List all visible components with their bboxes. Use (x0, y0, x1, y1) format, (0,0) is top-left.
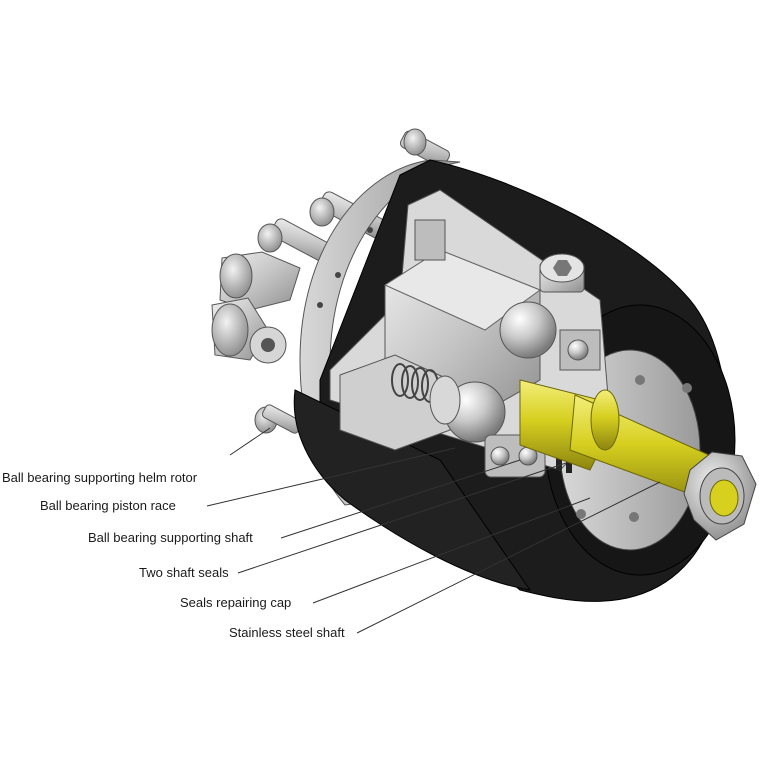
rotor-bearing (414, 219, 601, 371)
shaft-nut (683, 451, 757, 541)
stainless-steel-shaft (519, 379, 721, 506)
label-shaft: Stainless steel shaft (229, 625, 345, 640)
label-piston-race-bearing: Ball bearing piston race (40, 498, 176, 513)
leader-shaft-bearing (280, 459, 521, 539)
leader-piston-race-bearing (206, 447, 456, 507)
label-helm-rotor-bearing: Ball bearing supporting helm rotor (2, 470, 198, 485)
label-shaft-bearing: Ball bearing supporting shaft (88, 530, 253, 545)
piston-ball-upper (499, 301, 557, 359)
shaft-seals (556, 452, 572, 473)
leader-shaft (356, 481, 661, 634)
callout-leaders (206, 427, 661, 634)
leader-shaft-seals (237, 462, 567, 574)
leader-helm-rotor-bearing (229, 427, 271, 456)
socket-cap-screw (539, 253, 585, 293)
rear-fittings (211, 128, 451, 434)
leader-seals-cap (312, 497, 591, 604)
label-seals-cap: Seals repairing cap (180, 595, 292, 610)
label-shaft-seals: Two shaft seals (139, 565, 229, 580)
